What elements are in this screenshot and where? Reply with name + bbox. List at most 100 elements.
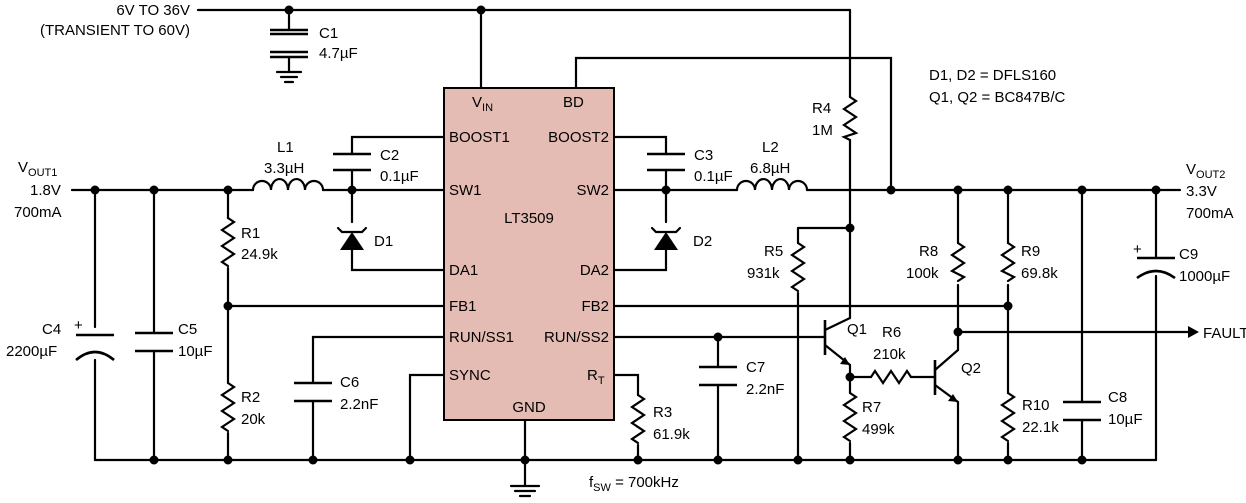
capacitor-c1 [270,28,308,59]
junction [223,455,233,465]
r7-name: R7 [862,399,881,416]
junction [953,185,963,195]
resistor-r3 [630,393,646,445]
junction [284,5,294,15]
c3-value: 0.1µF [694,168,733,185]
junction [90,185,100,195]
resistor-r1 [220,216,236,268]
junction [1003,185,1013,195]
junction [476,5,486,15]
pin-boost2-label: BOOST2 [548,129,609,146]
capacitor-c9-polarized [1136,256,1176,280]
pin-fb1-label: FB1 [449,298,477,315]
r1-value: 24.9k [241,246,278,263]
junction-dots [90,5,1161,465]
junction [633,455,643,465]
ic-body [443,87,615,421]
vout2-current: 700mA [1186,205,1234,222]
transistor-q1 [823,316,852,367]
c5-name: C5 [178,321,197,338]
l1-name: L1 [277,139,294,156]
wires [70,8,1190,488]
supply-transient-label: (TRANSIENT TO 60V) [40,22,190,39]
capacitor-c7 [699,365,737,387]
pin-vin-label: VIN [472,94,493,114]
junction [793,455,803,465]
c4-value: 2200µF [6,343,57,360]
resistor-r5 [790,241,806,293]
junction [713,332,723,342]
capacitor-c2 [333,152,371,172]
r10-name: R10 [1022,397,1050,414]
c9-value: 1000µF [1179,268,1230,285]
q1-name: Q1 [847,321,867,338]
d2-name: D2 [693,233,712,250]
resistor-r4 [841,95,859,142]
l2-name: L2 [762,139,779,156]
q2-name: Q2 [961,360,981,377]
junction [1003,301,1013,311]
c7-name: C7 [746,359,765,376]
l2-value: 6.8µH [750,160,790,177]
c4-name: C4 [42,321,61,338]
inductor-l1 [251,178,325,192]
c2-name: C2 [380,147,399,164]
junction [845,372,855,382]
r10-value: 22.1k [1022,419,1059,436]
ic-name: LT3509 [504,210,554,227]
junction [223,301,233,311]
pin-fb2-label: FB2 [581,298,609,315]
c1-value: 4.7µF [319,45,358,62]
junction [845,455,855,465]
pin-da1-label: DA1 [449,262,478,279]
c1-name: C1 [319,25,338,42]
pin-runss1-label: RUN/SS1 [449,329,514,346]
junction [308,455,318,465]
r7-value: 499k [862,421,895,438]
ground-symbol [275,70,303,84]
c2-value: 0.1µF [380,168,419,185]
r8-value: 100k [906,265,939,282]
c6-value: 2.2nF [340,396,378,413]
transistor-q2 [923,348,960,404]
junction [953,455,963,465]
r1-name: R1 [241,225,260,242]
junction [223,185,233,195]
pin-gnd-label: GND [512,399,546,416]
junction [713,455,723,465]
inductor-l2 [735,178,809,192]
fault-label: FAULT [1203,325,1246,342]
capacitor-c6 [294,381,332,403]
r2-value: 20k [241,411,266,428]
pin-bd-label: BD [563,94,584,111]
junction [149,455,159,465]
junction [405,455,415,465]
resistor-r9 [999,241,1017,283]
junction [347,185,357,195]
pin-rt-label: RT [587,367,605,387]
junction [1003,455,1013,465]
fault-arrow-icon [1188,326,1199,338]
capacitor-c5 [135,331,173,353]
pin-sync-label: SYNC [449,367,491,384]
labels: 6V TO 36V (TRANSIENT TO 60V) D1, D2 = DF… [6,2,1246,494]
c8-name: C8 [1108,389,1127,406]
c9-plus: + [1133,241,1142,258]
pin-sw2-label: SW2 [576,182,609,199]
notes-diodes: D1, D2 = DFLS160 [929,67,1056,84]
junction [661,185,671,195]
c6-name: C6 [340,374,359,391]
junction [953,327,963,337]
r2-name: R2 [241,389,260,406]
r5-name: R5 [764,243,783,260]
c3-name: C3 [694,147,713,164]
vout1-voltage: 1.8V [30,182,61,199]
notes-transistors: Q1, Q2 = BC847B/C [929,89,1065,106]
junction [520,455,530,465]
junction [1077,185,1087,195]
junction [845,223,855,233]
resistor-r8 [949,241,967,283]
pin-boost1-label: BOOST1 [449,129,510,146]
c9-name: C9 [1179,246,1198,263]
r6-name: R6 [882,324,901,341]
